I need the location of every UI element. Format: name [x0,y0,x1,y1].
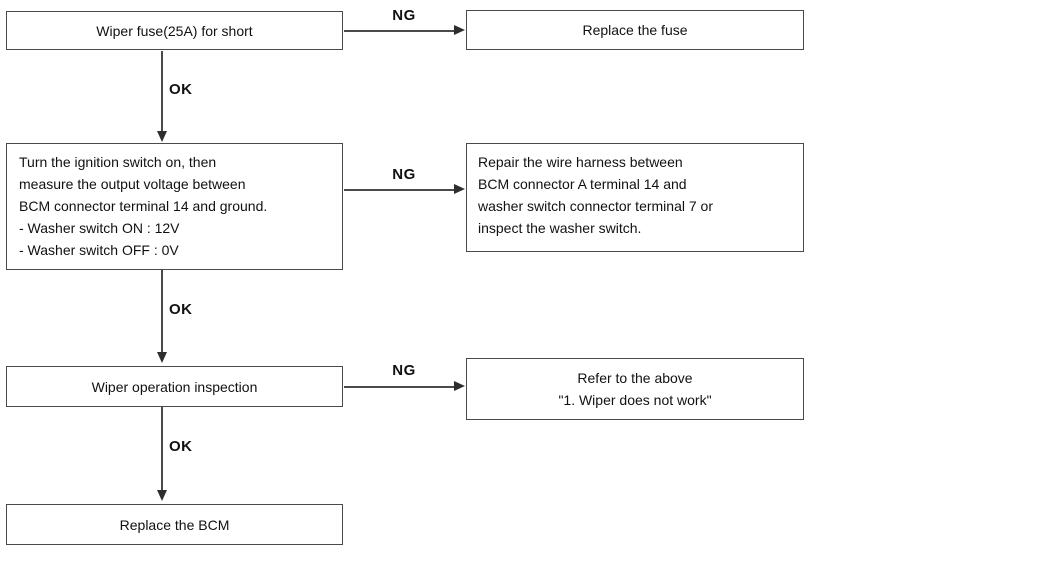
flow-step-wiper-operation-inspection-label: Wiper operation inspection [91,378,258,395]
arrow-head-down-3 [156,490,167,501]
text-line: BCM connector terminal 14 and ground. [19,198,268,214]
text-line: Refer to the above [577,370,693,386]
text-line: inspect the washer switch. [478,220,642,236]
text-line: washer switch connector terminal 7 or [478,198,713,214]
ok-arrow-line-1 [161,51,163,131]
ng-arrow-line-2 [344,189,454,191]
edge-label-ng-2: NG [392,166,416,183]
flow-result-repair-harness: Repair the wire harness between BCM conn… [466,143,804,252]
arrow-head-down-1 [156,131,167,142]
arrow-head-down-2 [156,352,167,363]
flow-result-refer-above: Refer to the above "1. Wiper does not wo… [466,358,804,420]
flow-step-wiper-fuse-check-label: Wiper fuse(25A) for short [96,22,253,39]
flow-step-replace-bcm: Replace the BCM [6,504,343,545]
ok-arrow-line-2 [161,270,163,352]
edge-label-ok-3: OK [169,438,193,455]
edge-label-ng-1: NG [392,7,416,24]
flow-step-replace-bcm-label: Replace the BCM [119,516,230,533]
text-line: Turn the ignition switch on, then [19,154,217,170]
text-line: measure the output voltage between [19,176,246,192]
arrow-head-right-1 [454,25,465,35]
flow-step-wiper-operation-inspection: Wiper operation inspection [6,366,343,407]
text-line: BCM connector A terminal 14 and [478,176,687,192]
ng-arrow-line-1 [344,30,454,32]
flow-step-voltage-measure: Turn the ignition switch on, then measur… [6,143,343,270]
edge-label-ok-1: OK [169,81,193,98]
edge-label-ng-3: NG [392,362,416,379]
flow-result-replace-fuse: Replace the fuse [466,10,804,50]
edge-label-ok-2: OK [169,301,193,318]
arrow-head-right-3 [454,381,465,391]
text-line: - Washer switch ON : 12V [19,220,180,236]
ng-arrow-line-3 [344,386,454,388]
text-line: "1. Wiper does not work" [558,392,712,408]
flow-step-wiper-fuse-check: Wiper fuse(25A) for short [6,11,343,50]
arrow-head-right-2 [454,184,465,194]
flow-result-replace-fuse-label: Replace the fuse [582,22,688,38]
text-line: Repair the wire harness between [478,154,683,170]
ok-arrow-line-3 [161,407,163,490]
text-line: - Washer switch OFF : 0V [19,242,179,258]
